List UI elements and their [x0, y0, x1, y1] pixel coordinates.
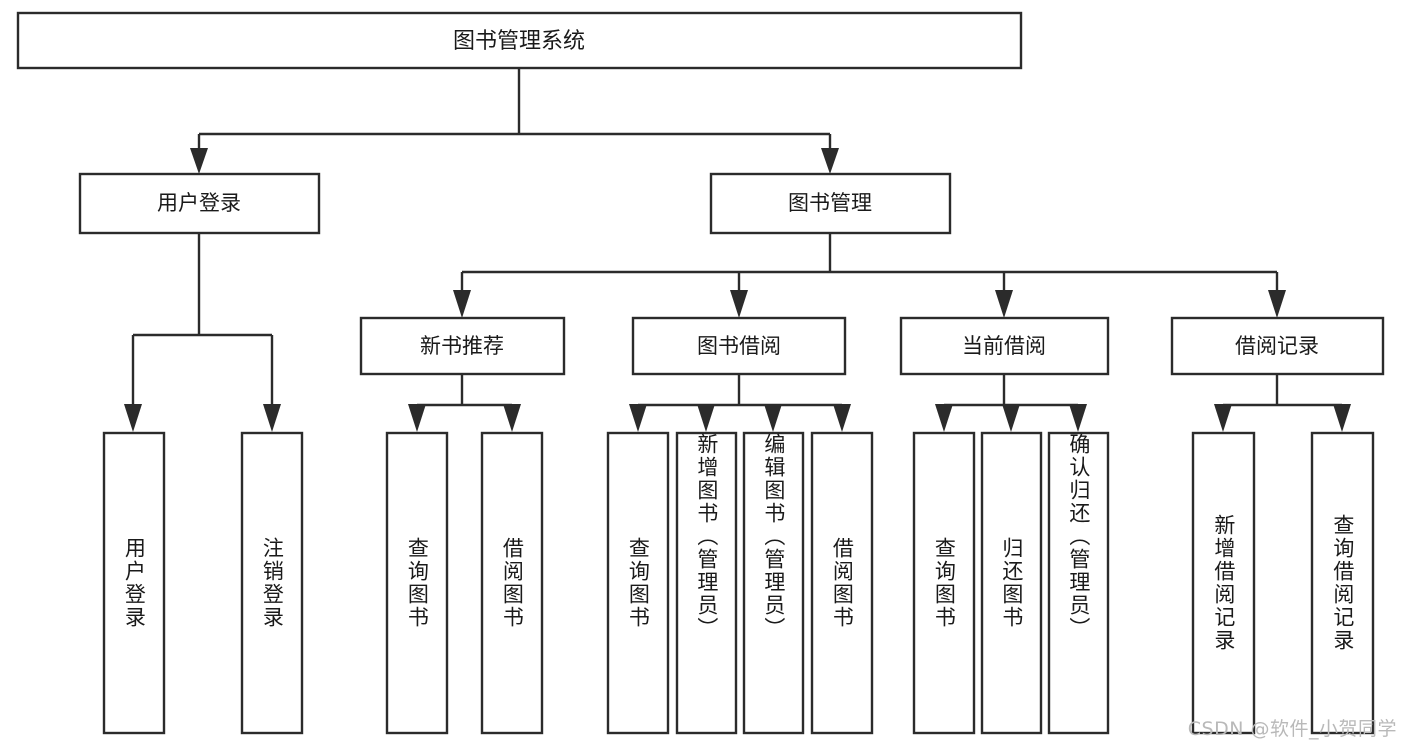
node-new-book-rec-label: 新书推荐: [420, 334, 504, 358]
arrowhead-newbook-to-leaf2: [503, 404, 521, 432]
node-root-label: 图书管理系统: [453, 29, 585, 54]
node-leaf-return-book-box[interactable]: [980, 431, 1043, 735]
node-book-borrow-box[interactable]: [631, 316, 847, 376]
node-leaf-add-record-box[interactable]: [1191, 431, 1256, 735]
arrowhead-currentborrow-to-leaf2: [1002, 404, 1020, 432]
edge-group-bookmgmt: [453, 233, 1286, 318]
node-book-mgmt[interactable]: 图书管理: [709, 172, 952, 235]
node-leaf-edit-book-box[interactable]: [742, 431, 805, 735]
arrowhead-userlogin-to-leaf2: [263, 404, 281, 432]
edge-group-borrowrecord: [1214, 374, 1351, 432]
arrowhead-currentborrow-to-leaf1: [935, 404, 953, 432]
node-borrow-record-box[interactable]: [1170, 316, 1385, 376]
arrowhead-bookmgmt-to-c4: [1268, 290, 1286, 318]
arrowhead-borrowrecord-to-leaf1: [1214, 404, 1232, 432]
node-root[interactable]: 图书管理系统: [16, 11, 1023, 70]
node-new-book-rec-box[interactable]: [359, 316, 566, 376]
node-borrow-record[interactable]: 借阅记录: [1170, 316, 1385, 376]
arrowhead-currentborrow-to-leaf3: [1069, 404, 1087, 432]
node-book-mgmt-box[interactable]: [709, 172, 952, 235]
node-leaf-borrow-book-b-box[interactable]: [810, 431, 874, 735]
node-new-book-rec[interactable]: 新书推荐: [359, 316, 566, 376]
node-leaf-query-book-a-box[interactable]: [385, 431, 449, 735]
node-leaf-borrow-book-a-box[interactable]: [480, 431, 544, 735]
node-book-borrow[interactable]: 图书借阅: [631, 316, 847, 376]
edge-group-bookborrow: [629, 374, 851, 432]
arrowhead-borrowrecord-to-leaf2: [1333, 404, 1351, 432]
node-book-borrow-label: 图书借阅: [697, 334, 781, 358]
arrowhead-bookborrow-to-leaf1: [629, 404, 647, 432]
arrowhead-root-to-userlogin: [190, 148, 208, 174]
node-current-borrow[interactable]: 当前借阅: [899, 316, 1110, 376]
arrowhead-bookmgmt-to-c3: [995, 290, 1013, 318]
node-borrow-record-label: 借阅记录: [1235, 334, 1319, 358]
arrowhead-bookmgmt-to-c1: [453, 290, 471, 318]
node-leaf-query-book-b-box[interactable]: [606, 431, 670, 735]
arrowhead-bookborrow-to-leaf2: [697, 404, 715, 432]
node-current-borrow-label: 当前借阅: [962, 334, 1046, 358]
node-root-box[interactable]: [16, 11, 1023, 70]
node-leaf-query-record-box[interactable]: [1310, 431, 1375, 735]
node-leaf-query-book-c-box[interactable]: [912, 431, 976, 735]
node-user-login-box[interactable]: [78, 172, 321, 235]
node-user-login[interactable]: 用户登录: [78, 172, 321, 235]
node-leaf-add-book-box[interactable]: [675, 431, 738, 735]
leaf-box-group: [102, 431, 1375, 735]
node-current-borrow-box[interactable]: [899, 316, 1110, 376]
edge-group-newbook: [408, 374, 521, 432]
node-leaf-user-login-box[interactable]: [102, 431, 166, 735]
node-leaf-confirm-return-box[interactable]: [1047, 431, 1110, 735]
csdn-watermark: CSDN @软件_小贺同学: [1187, 718, 1397, 740]
node-leaf-logout-box[interactable]: [240, 431, 304, 735]
arrowhead-bookborrow-to-leaf4: [833, 404, 851, 432]
arrowhead-newbook-to-leaf1: [408, 404, 426, 432]
arrowhead-userlogin-to-leaf1: [124, 404, 142, 432]
node-user-login-label: 用户登录: [157, 191, 241, 215]
edge-group-root: [190, 68, 839, 174]
node-book-mgmt-label: 图书管理: [788, 191, 872, 215]
arrowhead-bookborrow-to-leaf3: [764, 404, 782, 432]
arrowhead-root-to-bookmgmt: [821, 148, 839, 174]
arrowhead-bookmgmt-to-c2: [730, 290, 748, 318]
edge-group-currentborrow: [935, 374, 1087, 432]
edge-group-userlogin: [124, 233, 281, 432]
